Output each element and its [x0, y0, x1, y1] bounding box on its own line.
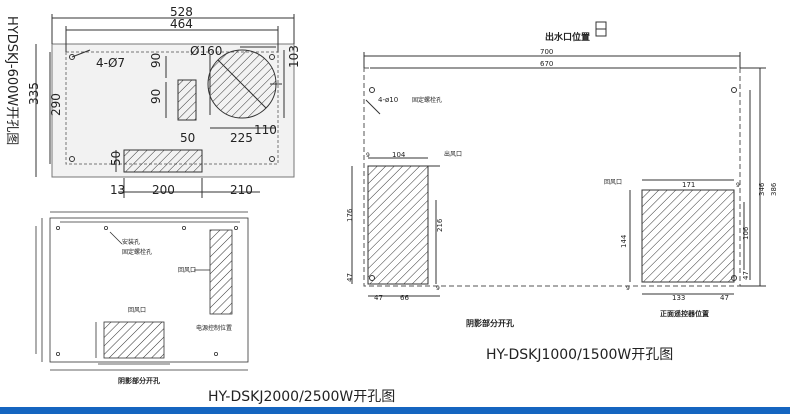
dim-9b: 9	[436, 285, 440, 292]
drawing-2000w-labels: 安装孔 固定螺栓孔 回风口 回风口 电源控制位置	[122, 238, 232, 332]
dim-528: 528	[170, 5, 193, 19]
drawing1-title: HYDSKJ-600W开孔图	[4, 16, 19, 146]
bottom-opening	[123, 149, 203, 173]
mount-hole	[69, 156, 75, 162]
dim-335: 335	[27, 82, 41, 105]
dim-50a: 50	[180, 131, 195, 145]
rect-opening	[177, 79, 197, 121]
circle-label: Ø160	[190, 44, 222, 58]
dim-670: 670	[540, 60, 553, 68]
dim-47d: 47	[720, 294, 729, 302]
drawing-1000w	[351, 21, 766, 297]
drawing-2000w	[35, 211, 249, 371]
dim-90b: 90	[149, 89, 163, 104]
dim-225: 225	[230, 131, 253, 145]
mount-hole	[269, 54, 275, 60]
dim-104: 104	[392, 151, 406, 159]
side-opening	[209, 229, 233, 315]
drawing-600w	[35, 14, 295, 198]
dim-9d: 9	[626, 285, 630, 292]
dim-176: 176	[346, 208, 354, 222]
dim-106: 106	[742, 226, 750, 240]
dim-47b: 47	[374, 294, 383, 302]
dim-9a: 9	[366, 152, 370, 159]
dim-13: 13	[110, 183, 125, 197]
air-return-label: 回风口	[604, 179, 622, 186]
hole-label-600w: 4-Ø7	[96, 56, 125, 70]
water-outlet-label: 出水口位置	[545, 31, 590, 43]
dim-90a: 90	[149, 53, 163, 68]
fix-hole-label-1000w: 固定螺栓孔	[412, 96, 442, 104]
bottom-vent-label: 回风口	[128, 307, 146, 314]
dim-9c: 9	[736, 182, 740, 189]
dim-171: 171	[682, 181, 695, 189]
drawing3-caption: HY-DSKJ1000/1500W开孔图	[486, 347, 674, 363]
dim-66: 66	[400, 294, 409, 302]
mount-hole	[269, 156, 275, 162]
dim-216: 216	[436, 218, 444, 232]
dim-50b: 50	[109, 151, 123, 166]
dim-144: 144	[620, 234, 628, 248]
bottom-opening-2000w	[103, 321, 165, 359]
drawing-1000w-labels: 出水口位置 700 670 4-ø10 固定螺栓孔 出风口 9 104 176 …	[346, 31, 778, 328]
remote-control-label: 正面遥控器位置	[660, 309, 709, 318]
shadow-label-2000w: 阴影部分开孔	[118, 376, 160, 385]
drawing2-caption: HY-DSKJ2000/2500W开孔图	[208, 389, 396, 405]
dim-47c: 47	[742, 271, 750, 280]
dim-133: 133	[672, 294, 685, 302]
bottom-accent-bar	[0, 407, 790, 414]
dim-386: 386	[770, 182, 778, 196]
mount-hole	[69, 54, 75, 60]
dim-210: 210	[230, 183, 253, 197]
air-return-opening	[641, 189, 735, 283]
dim-200: 200	[152, 183, 175, 197]
dim-47a: 47	[346, 273, 354, 282]
dim-290: 290	[49, 93, 63, 116]
dim-110: 110	[254, 123, 277, 137]
air-outlet-opening	[367, 165, 429, 285]
hole-label-1000w: 4-ø10	[378, 96, 398, 104]
power-control-label: 电源控制位置	[196, 324, 232, 332]
fix-hole-label: 固定螺栓孔	[122, 248, 152, 256]
dim-700: 700	[540, 48, 553, 56]
shadow-label-1000w: 阴影部分开孔	[466, 318, 514, 328]
dim-103: 103	[287, 45, 301, 68]
panel-outline-2000w	[49, 217, 249, 363]
drawing-600w-labels: 528 464 4-Ø7 Ø160 335 290 90 90 103 50 2…	[27, 5, 301, 197]
dim-346: 346	[758, 182, 766, 196]
install-hole-label: 安装孔	[122, 238, 140, 246]
air-outlet-label: 出风口	[444, 150, 462, 158]
side-vent-label: 回风口	[178, 267, 196, 274]
dim-464: 464	[170, 17, 193, 31]
